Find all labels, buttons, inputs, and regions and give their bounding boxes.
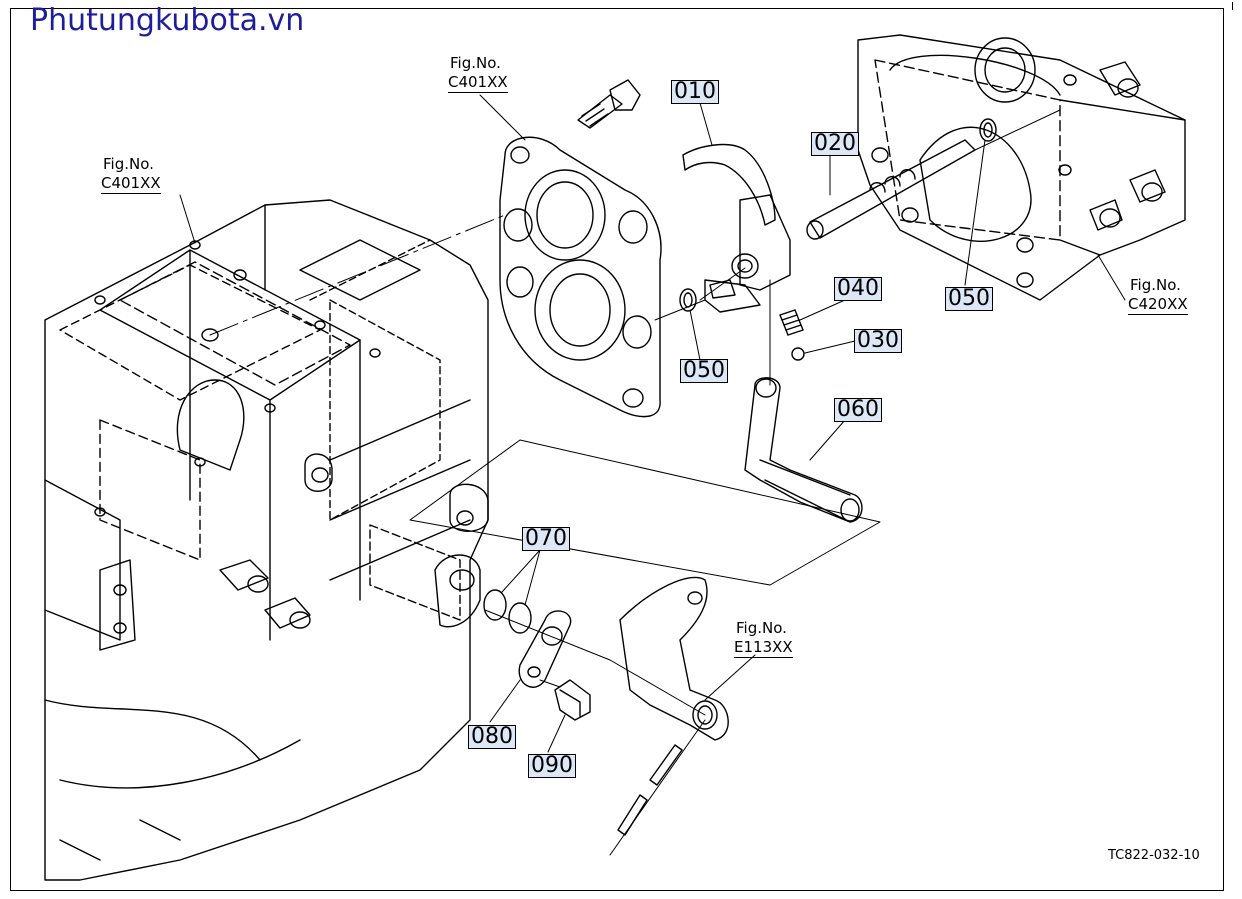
watermark: Phutungkubota.vn (30, 3, 305, 38)
cover-plate-080 (518, 610, 572, 688)
callout-060[interactable]: 060 (834, 398, 882, 422)
transmission-case-right (857, 34, 1186, 301)
leader-lines (179, 94, 1126, 856)
fig-ref-c401-left[interactable]: Fig.No. C401XX (101, 155, 161, 194)
o-ring-070-b (508, 602, 532, 634)
drawing-code: TC822-032-10 (1108, 848, 1200, 863)
shift-arm-060 (744, 377, 863, 523)
fig-ref-number: C401XX (101, 174, 161, 194)
callout-030[interactable]: 030 (854, 329, 902, 353)
spring-pins (617, 744, 683, 836)
fig-ref-c420[interactable]: Fig.No. C420XX (1128, 276, 1188, 315)
callout-070[interactable]: 070 (522, 527, 570, 551)
fig-ref-label: Fig.No. (103, 155, 154, 173)
fig-ref-number: C420XX (1128, 295, 1188, 315)
callout-020[interactable]: 020 (811, 132, 859, 156)
callout-040[interactable]: 040 (834, 277, 882, 301)
fig-ref-number: E113XX (734, 638, 793, 658)
fig-ref-label: Fig.No. (736, 619, 787, 637)
callout-050-right[interactable]: 050 (945, 287, 993, 311)
external-lever (619, 576, 729, 741)
ball-030 (791, 347, 805, 361)
shift-fork-010 (682, 143, 791, 313)
fig-ref-number: C401XX (448, 73, 508, 93)
fig-ref-c401-top[interactable]: Fig.No. C401XX (448, 54, 508, 93)
snap-ring-050-right (979, 118, 997, 142)
transmission-case-left (44, 199, 489, 881)
bolt-090 (554, 679, 591, 721)
spring-040 (779, 309, 804, 336)
snap-ring-050-left (679, 288, 697, 312)
o-ring-070-a (483, 589, 507, 621)
callout-010[interactable]: 010 (671, 80, 719, 104)
fig-ref-label: Fig.No. (1130, 276, 1181, 294)
frame-tick (1232, 2, 1233, 10)
fig-ref-e113[interactable]: Fig.No. E113XX (734, 619, 793, 658)
case-flange (434, 554, 481, 628)
housing-plate (499, 136, 662, 418)
callout-050-left[interactable]: 050 (680, 359, 728, 383)
fig-ref-label: Fig.No. (450, 54, 501, 72)
callout-090[interactable]: 090 (528, 754, 576, 778)
diagram-frame (10, 8, 1224, 891)
callout-080[interactable]: 080 (468, 725, 516, 749)
bolt-top (577, 79, 641, 129)
